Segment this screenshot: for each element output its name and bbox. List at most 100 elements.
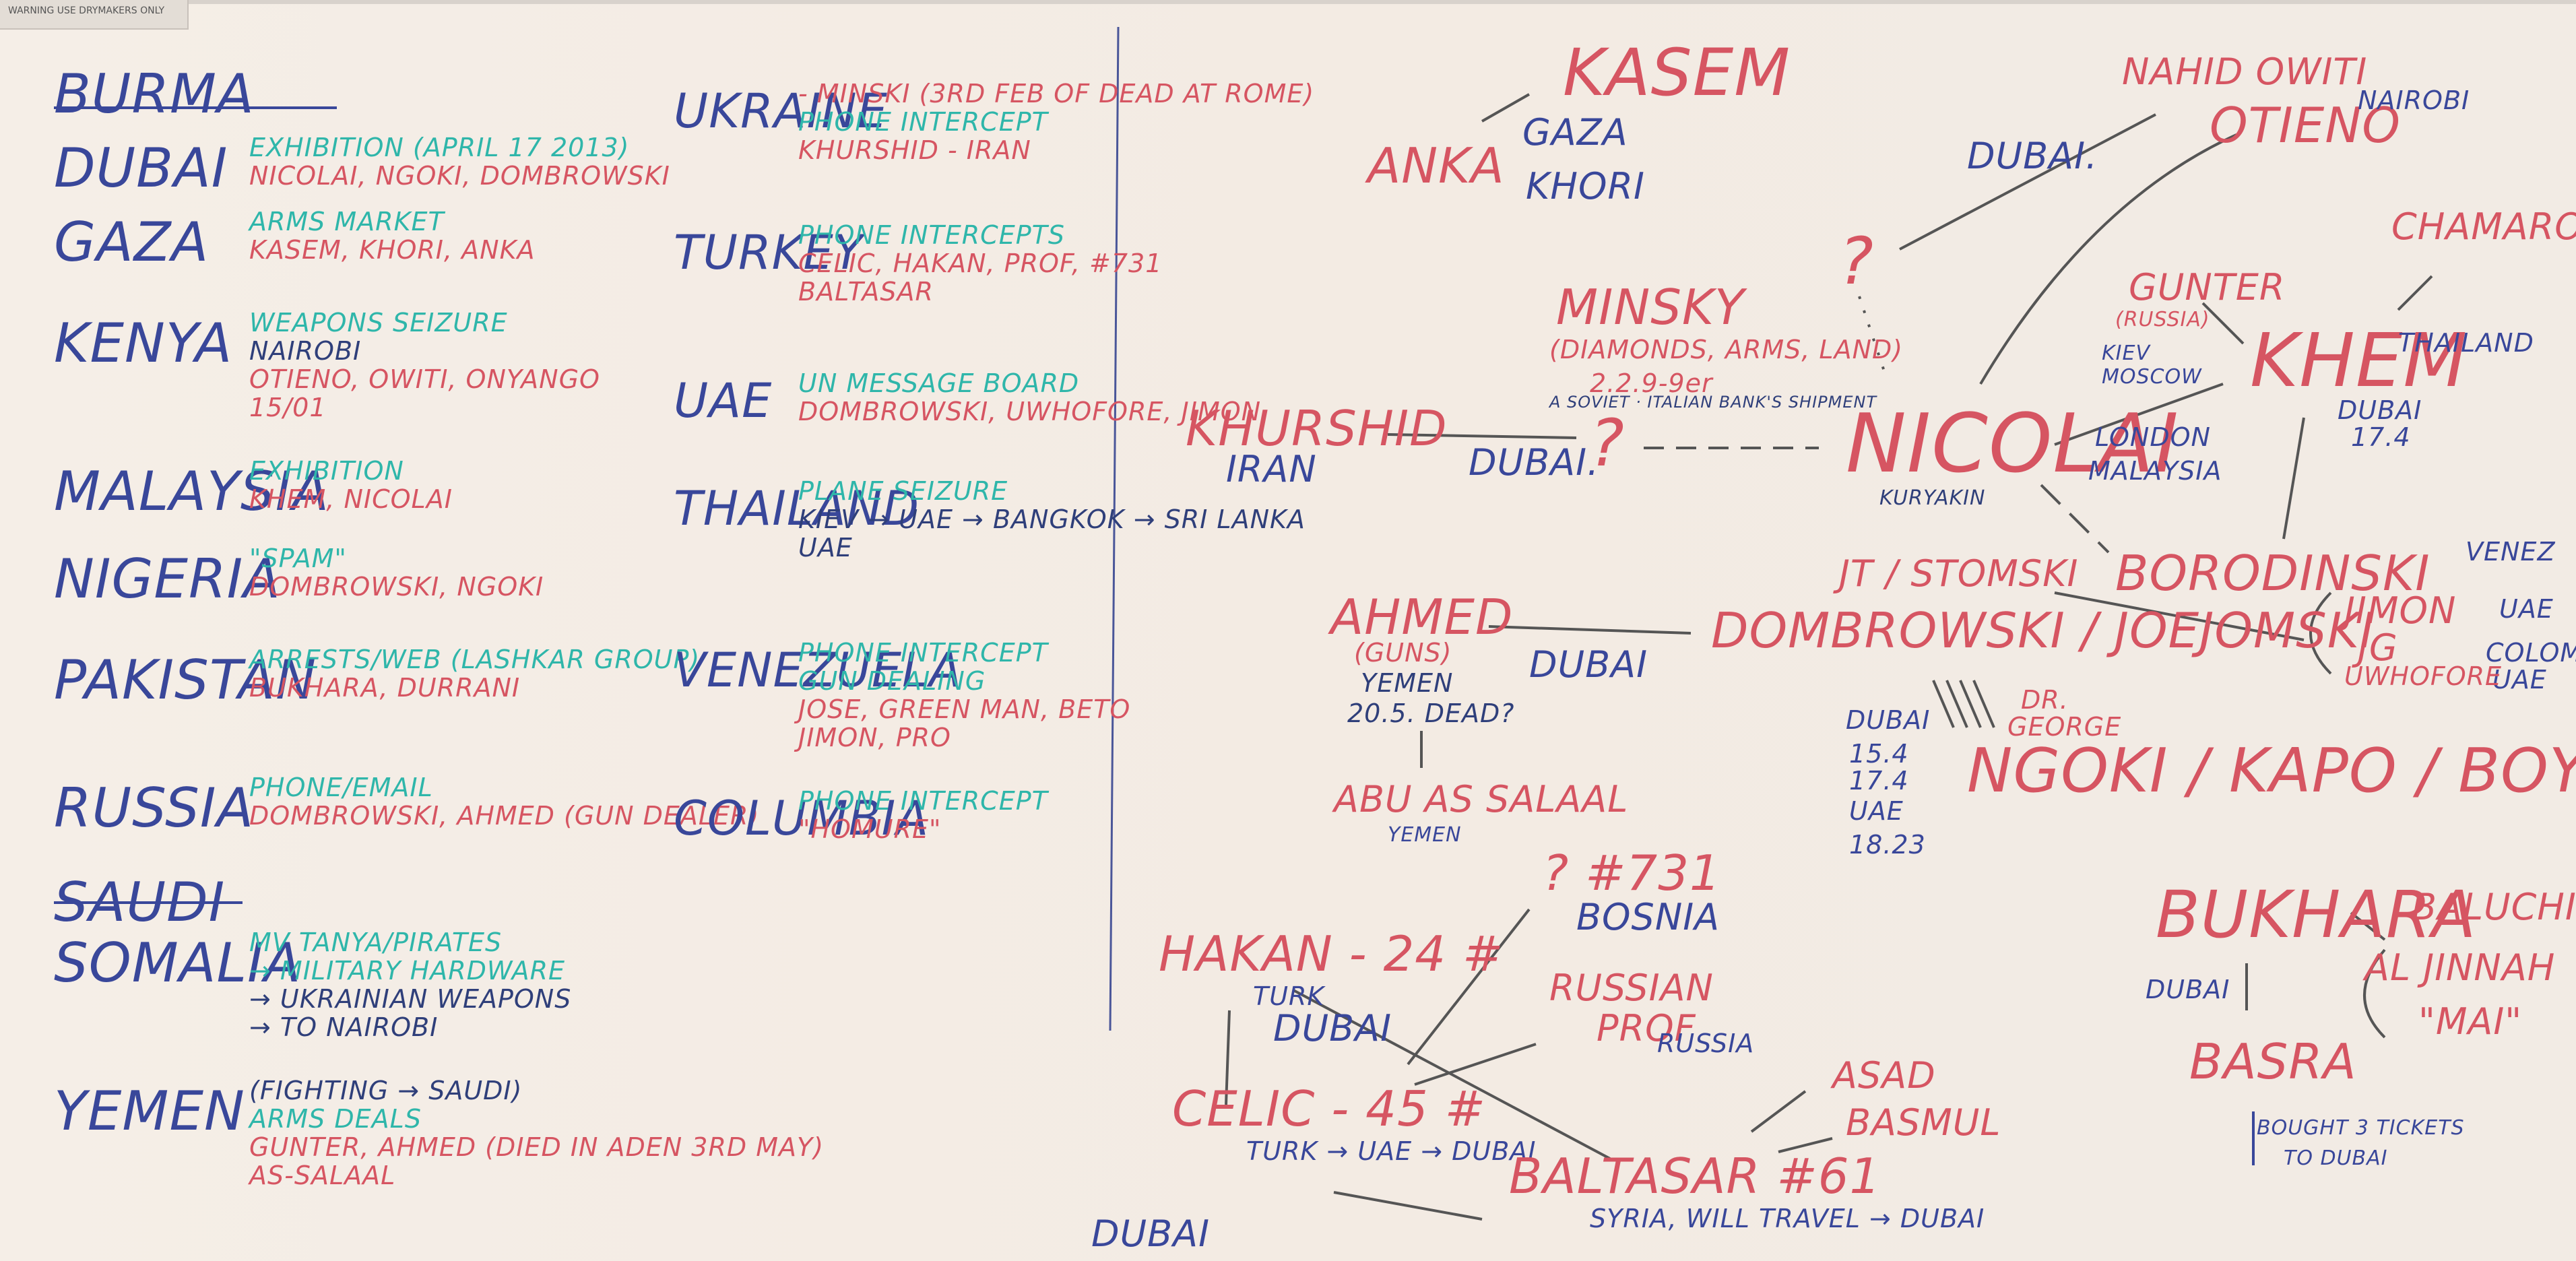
note-turkey-2: BALTASAR: [798, 277, 934, 306]
question-top-label: ?: [1839, 224, 1874, 299]
note-nigeria-1: DOMBROWSKI, NGOKI: [249, 572, 544, 602]
uwhofore-label: UWHOFORE: [2344, 661, 2503, 691]
note-somalia-0: MV TANYA/PIRATES: [249, 928, 503, 957]
country-thailand: THAILAND: [674, 481, 920, 536]
note-columbia-0: PHONE INTERCEPT: [798, 786, 1048, 816]
nicolai-otieno-line: [1979, 133, 2237, 385]
dombrowski-ngoki-hatch4: [1972, 680, 1995, 728]
note-thailand-2: UAE: [798, 533, 853, 562]
dubai-top-label: DUBAI.: [1967, 135, 2098, 177]
country-yemen: YEMEN: [54, 1080, 245, 1142]
ngoki-label: NGOKI / KAPO / BOYD: [1967, 736, 2576, 806]
anka-kasem-line: [1481, 93, 1530, 123]
note-russia-1: DOMBROWSKI, AHMED (GUN DEALER): [249, 801, 760, 831]
note-pakistan-1: BUKHARA, DURRANI: [249, 673, 521, 703]
dr-label: DR.: [2021, 685, 2069, 715]
note-columbia-1: "HOMURE": [798, 814, 942, 844]
baltasar-basmul-line: [1778, 1137, 1833, 1153]
note-russia-0: PHONE/EMAIL: [249, 773, 433, 802]
jimon-bracket: [2309, 591, 2332, 675]
note-thailand-0: PLANE SEIZURE: [798, 476, 1008, 506]
question-mid-label: ?: [1590, 406, 1625, 481]
jt-jimon-line: [2054, 591, 2305, 641]
hakan-label: HAKAN - 24 #: [1159, 926, 1504, 982]
ahmed-dombrowski-line: [1488, 625, 1692, 635]
bukhara-label: BUKHARA: [2156, 877, 2477, 952]
baluchi-label: BALUCHI: [2412, 886, 2576, 928]
jt-label: JT / STOMSKI: [1839, 552, 2079, 595]
dombrowski-ngoki-hatch3: [1959, 680, 1982, 728]
note-gaza-1: KASEM, KHORI, ANKA: [249, 235, 536, 265]
nicolai-london-line: [2054, 383, 2224, 446]
venez-label: VENEZ: [2466, 537, 2556, 567]
note-nigeria-0: "SPAM": [249, 544, 347, 573]
note-turkey-1: CELIC, HAKAN, PROF, #731: [798, 249, 1163, 278]
celic-label: CELIC - 45 #: [1172, 1080, 1486, 1137]
kasem-label: KASEM: [1563, 35, 1791, 110]
nicolai-sub-label: KURYAKIN: [1879, 486, 1986, 510]
note-gaza-0: ARMS MARKET: [249, 207, 445, 236]
dubai-dates-label: DUBAI: [1846, 705, 1931, 735]
note-ukraine-1: PHONE INTERCEPT: [798, 107, 1048, 137]
nahid-label: NAHID OWITI: [2122, 51, 2368, 93]
country-kenya: KENYA: [54, 312, 233, 375]
gaza-label: GAZA: [1522, 111, 1628, 154]
country-somalia: SOMALIA: [54, 932, 302, 994]
minsky-sub-label: (DIAMONDS, ARMS, LAND): [1549, 335, 1904, 364]
country-venezuela: VENEZUELA: [674, 643, 963, 698]
note-somalia-2: → UKRAINIAN WEAPONS: [249, 984, 572, 1014]
hakan-baltasar-line: [1293, 989, 1611, 1160]
celic-baltasar-line: [1333, 1191, 1483, 1221]
gunter-khem-line: [2201, 302, 2245, 345]
prof-label: PROF: [1597, 1007, 1696, 1049]
asad-label: ASAD: [1832, 1054, 1936, 1097]
dubai-bukhara-label: DUBAI: [2146, 975, 2230, 1004]
country-columbia: COLUMBIA: [674, 791, 930, 846]
note-dubai-1: NICOLAI, NGOKI, DOMBROWSKI: [249, 161, 670, 191]
celic-russian-line: [1414, 1043, 1537, 1086]
ahmed-label: AHMED: [1330, 589, 1514, 645]
chamarong-khem-line: [2397, 275, 2433, 311]
note-somalia-3: → TO NAIROBI: [249, 1012, 439, 1042]
country-turkey: TURKEY: [674, 225, 864, 280]
note-somalia-1: → MILITARY HARDWARE: [249, 956, 566, 985]
hakan-dubai-label: DUBAI: [1273, 1007, 1392, 1049]
note-yemen-3: AS-SALAAL: [249, 1161, 396, 1190]
note-uae-0: UN MESSAGE BOARD: [798, 368, 1080, 398]
note-dubai-0: EXHIBITION (APRIL 17 2013): [249, 133, 630, 162]
russian-label: RUSSIAN: [1549, 967, 1714, 1009]
malaysia-label: MALAYSIA: [2088, 456, 2222, 486]
nairobi-label: NAIROBI: [2358, 86, 2470, 115]
khurshid-dubai-line: [1387, 433, 1577, 439]
khori-label: KHORI: [1526, 165, 1645, 207]
colom-uae-label: UAE: [2492, 665, 2547, 694]
dombrowski-label: DOMBROWSKI / JOEJOMSKI: [1711, 602, 2375, 659]
minsky-date-label: 2.2.9-9er: [1590, 368, 1713, 398]
country-saudi: SAUDI: [54, 871, 226, 934]
note-yemen-1: ARMS DEALS: [249, 1104, 422, 1134]
jg-label: JG: [2358, 626, 2398, 669]
country-russia: RUSSIA: [54, 777, 255, 839]
george-label: GEORGE: [2007, 712, 2122, 742]
dombrowski-ngoki-hatch1: [1932, 680, 1955, 728]
thailand-label: THAILAND: [2398, 328, 2534, 358]
london-label: LONDON: [2095, 422, 2211, 452]
note-malaysia-0: EXHIBITION: [249, 456, 404, 486]
country-malaysia: MALAYSIA: [54, 460, 330, 523]
note-venezuela-1: GUN DEALING: [798, 666, 986, 696]
colom-label: COLOM: [2486, 638, 2576, 668]
dubai-khem-label: DUBAI: [2338, 395, 2422, 425]
country-burma: BURMA: [54, 63, 255, 125]
note-venezuela-0: PHONE INTERCEPT: [798, 638, 1048, 668]
note-kenya-1: NAIROBI: [249, 336, 362, 366]
note-venezuela-3: JIMON, PRO: [798, 723, 951, 752]
nicolai-nahid-line: [1899, 113, 2156, 251]
date-2-label: 17.4: [1849, 766, 1909, 796]
n731-label: ? #731: [1543, 845, 1721, 901]
country-uae: UAE: [674, 373, 773, 428]
venez-uae-label: UAE: [2499, 594, 2554, 624]
date-1-label: 15.4: [1849, 739, 1909, 769]
warning-sticker: WARNING USE DRYMAKERS ONLY: [0, 0, 189, 30]
note-thailand-1: KIEV → UAE → BANGKOK → SRI LANKA: [798, 505, 1306, 534]
